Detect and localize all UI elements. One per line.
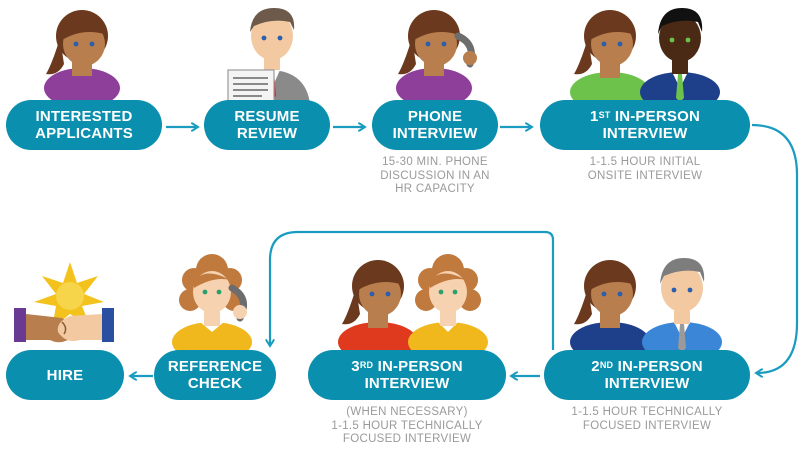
reference-caller-avatar — [172, 254, 252, 362]
handshake-icon — [14, 262, 114, 343]
step-label-rest: IN-PERSON — [610, 108, 700, 125]
interview-panel-avatars — [570, 8, 720, 112]
caption-line: HR CAPACITY — [395, 183, 475, 195]
caption-line: FOCUSED INTERVIEW — [582, 419, 712, 432]
caption-phone-interview: 15-30 MIN. PHONE DISCUSSION IN AN HR CAP… — [362, 156, 508, 197]
step-first-in-person-interview: 1ST IN-PERSON INTERVIEW — [540, 100, 750, 150]
step-label-line2: INTERVIEW — [392, 125, 478, 142]
step-label-line2: INTERVIEW — [364, 375, 450, 392]
caption-line: (WHEN NECESSARY) — [346, 406, 468, 418]
arrow-6-7 — [270, 230, 555, 350]
step-interested-applicants: INTERESTED APPLICANTS — [6, 100, 162, 150]
interviewer-man-blue — [642, 258, 722, 362]
resume-reviewer-avatar — [227, 8, 310, 109]
caption-first-interview: 1-1.5 HOUR INITIAL ONSITE INTERVIEW — [560, 156, 730, 183]
ordinal-number: 2 — [591, 358, 600, 375]
caption-third-interview: (WHEN NECESSARY) 1-1.5 HOUR TECHNICALLY … — [318, 406, 496, 447]
step-label-line1: RESUME — [234, 108, 300, 125]
caption-line: 1-1.5 HOUR TECHNICALLY — [571, 406, 723, 418]
caption-line: FOCUSED INTERVIEW — [342, 433, 472, 445]
step-label-line1: 2ND IN-PERSON — [591, 358, 702, 375]
flow-arrows — [131, 123, 799, 376]
step-label-line1: PHONE — [407, 108, 463, 125]
step-reference-check: REFERENCE CHECK — [154, 350, 276, 400]
step-resume-review: RESUME REVIEW — [204, 100, 330, 150]
caption-line: 15-30 MIN. PHONE — [382, 156, 488, 168]
phone-interviewer-avatar — [396, 10, 477, 108]
ordinal-suffix: ST — [598, 110, 611, 120]
step-label-line1: 1ST IN-PERSON — [590, 108, 700, 125]
interviewer-woman-green — [570, 10, 650, 112]
step-label-line1: REFERENCE — [167, 358, 263, 375]
step-label-line2: APPLICANTS — [35, 125, 133, 142]
arrow-4-5 — [751, 123, 799, 373]
step-phone-interview: PHONE INTERVIEW — [372, 100, 498, 150]
caption-line: ONSITE INTERVIEW — [587, 169, 703, 182]
caption-line: 1-1.5 HOUR INITIAL — [589, 156, 701, 168]
applicant-avatar — [44, 10, 120, 108]
step-hire: HIRE — [6, 350, 124, 400]
caption-second-interview: 1-1.5 HOUR TECHNICALLY FOCUSED INTERVIEW — [552, 406, 742, 433]
interviewer-man-navy — [640, 8, 720, 112]
step-label-line2: INTERVIEW — [602, 125, 688, 142]
step-third-in-person-interview: 3RD IN-PERSON INTERVIEW — [308, 350, 506, 400]
step-label-rest: IN-PERSON — [613, 358, 703, 375]
caption-line: 1-1.5 HOUR TECHNICALLY — [331, 419, 483, 432]
interviewer-woman-curly — [408, 254, 488, 362]
interviewer-woman-navy — [570, 260, 650, 362]
caption-line: DISCUSSION IN AN — [380, 169, 490, 182]
interviewer-woman-red — [338, 260, 418, 362]
technical-panel-avatars — [570, 258, 722, 362]
ordinal-number: 1 — [590, 108, 599, 125]
step-second-in-person-interview: 2ND IN-PERSON INTERVIEW — [544, 350, 750, 400]
ordinal-suffix: RD — [359, 360, 374, 370]
final-panel-avatars — [338, 254, 488, 362]
step-label-line2: REVIEW — [236, 125, 298, 142]
step-label-rest: IN-PERSON — [373, 358, 463, 375]
ordinal-number: 3 — [351, 358, 360, 375]
step-label-line1: INTERESTED — [35, 108, 133, 125]
step-label-line2: INTERVIEW — [604, 375, 690, 392]
step-label-line2: CHECK — [187, 375, 243, 392]
step-label-line1: HIRE — [46, 366, 84, 384]
step-label-line1: 3RD IN-PERSON — [351, 358, 462, 375]
ordinal-suffix: ND — [599, 360, 614, 370]
